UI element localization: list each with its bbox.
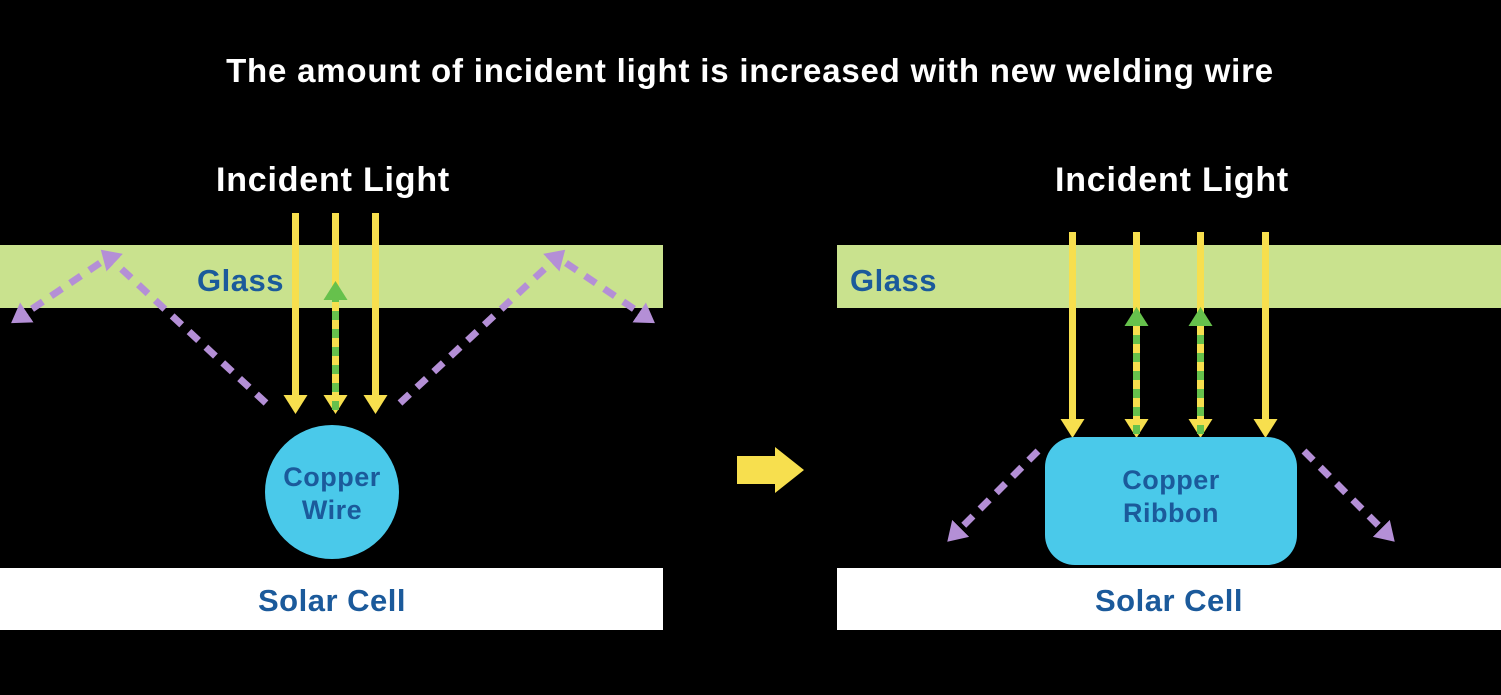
scattered-purple-arrow-right-left — [947, 448, 1041, 542]
incident-light-label-left: Incident Light — [216, 161, 450, 199]
solar-cell-label-right: Solar Cell — [1095, 583, 1243, 618]
glass-bar-left — [0, 245, 663, 308]
copper-wire-circle — [265, 425, 399, 559]
copper-ribbon-label-line1: Copper — [1122, 465, 1220, 495]
scattered-purple-arrow-left-out — [11, 260, 102, 324]
solar-cell-bar-right — [837, 568, 1501, 630]
transition-arrow-icon — [737, 447, 804, 493]
copper-ribbon-rect — [1045, 437, 1297, 565]
glass-label-right: Glass — [850, 263, 937, 298]
glass-bar-right — [837, 245, 1501, 308]
copper-ribbon-label-line2: Ribbon — [1123, 498, 1219, 528]
scattered-purple-arrow-left-out2 — [564, 260, 655, 324]
solar-cell-label-left: Solar Cell — [258, 583, 406, 618]
solar-cell-bar-left — [0, 568, 663, 630]
scattered-purple-arrow-left-up2 — [397, 249, 566, 406]
copper-wire-label-line2: Wire — [302, 495, 362, 525]
glass-label-left: Glass — [197, 263, 284, 298]
page-title: The amount of incident light is increase… — [226, 52, 1274, 89]
scattered-purple-arrow-right-right — [1301, 448, 1395, 542]
copper-wire-label-line1: Copper — [283, 462, 381, 492]
incident-light-label-right: Incident Light — [1055, 161, 1289, 199]
scattered-purple-arrow-left-up — [100, 249, 269, 406]
